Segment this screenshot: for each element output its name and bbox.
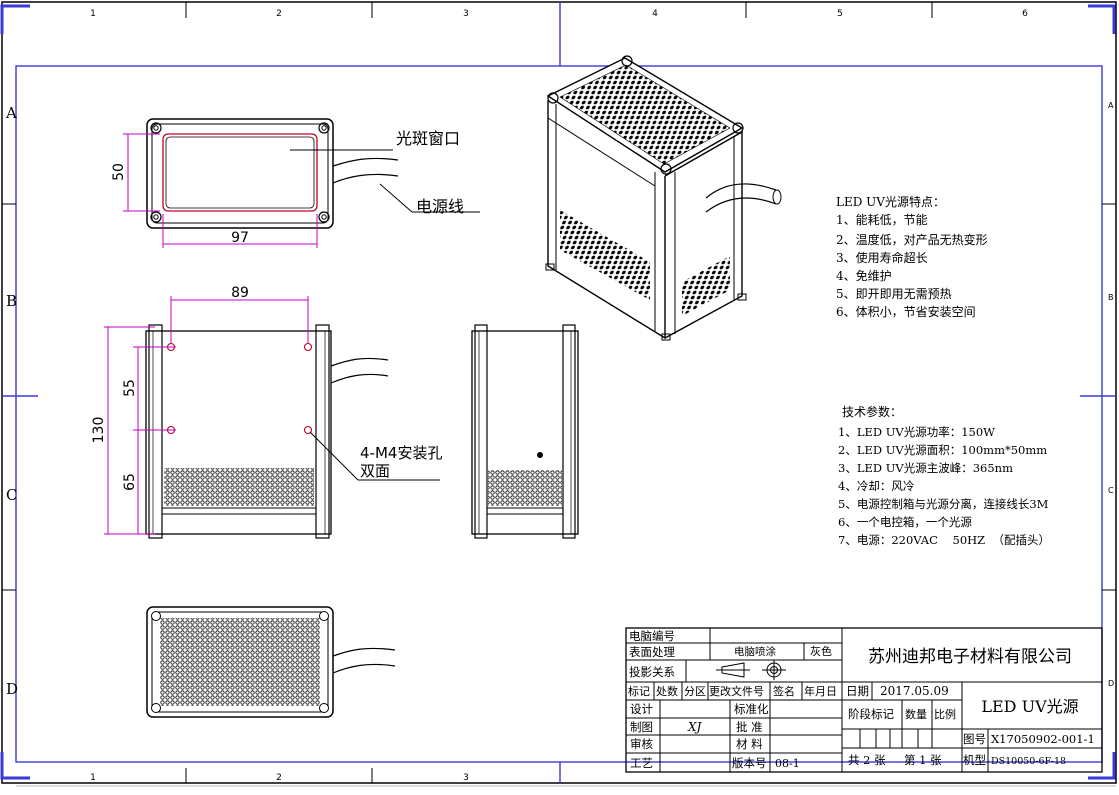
tb-process: 工艺 bbox=[630, 756, 653, 770]
tb-scale: 比例 bbox=[934, 707, 956, 721]
specs-title: 技术参数： bbox=[842, 404, 902, 419]
isometric-view bbox=[545, 55, 782, 341]
tb-model-label: 机型 bbox=[963, 753, 986, 767]
tb-total: 共 2 张 bbox=[848, 753, 886, 767]
col-label: 4 bbox=[652, 9, 658, 19]
tb-company: 苏州迪邦电子材料有限公司 bbox=[868, 647, 1072, 667]
holes-label: 4-M4安装孔 bbox=[360, 444, 442, 462]
row-label: D bbox=[1108, 679, 1114, 688]
cable-label: 电源线 bbox=[416, 197, 464, 216]
side-view bbox=[104, 296, 440, 539]
holes-label-sides: 双面 bbox=[360, 462, 390, 480]
col-label: 1 bbox=[90, 773, 96, 783]
row-label: A bbox=[1108, 101, 1114, 110]
tb-material: 材 料 bbox=[736, 737, 763, 751]
col-label: 2 bbox=[276, 9, 282, 19]
tb-hdr-count: 处数 bbox=[656, 685, 678, 698]
tb-date-value: 2017.05.09 bbox=[880, 684, 949, 698]
title-block bbox=[625, 627, 1103, 773]
tb-color: 灰色 bbox=[810, 644, 832, 658]
col-label: 3 bbox=[463, 9, 469, 19]
spec-item: 2、LED UV光源面积：100mm*50mm bbox=[838, 443, 1047, 457]
tb-version-value: 08-1 bbox=[775, 757, 800, 770]
tb-surface: 表面处理 bbox=[629, 645, 675, 659]
tb-qty: 数量 bbox=[905, 708, 927, 721]
tb-drawn-sign: XJ bbox=[687, 720, 703, 734]
feature-item: 5、即开即用无需预热 bbox=[836, 287, 952, 301]
tb-drawn: 制图 bbox=[630, 720, 653, 734]
dim-lower: 65 bbox=[122, 473, 138, 491]
tb-review: 审核 bbox=[630, 737, 653, 751]
tb-hdr-doc: 更改文件号 bbox=[709, 684, 764, 698]
tb-drawing-no: X17050902-001-1 bbox=[991, 732, 1095, 746]
tb-drawing-no-label: 图号 bbox=[963, 732, 986, 746]
dim-upper: 55 bbox=[122, 379, 138, 397]
title-block-text: 电脑编号 表面处理 电脑喷涂 灰色 投影关系 苏州迪邦电子材料有限公司 标记 处… bbox=[628, 629, 1095, 770]
tb-product: LED UV光源 bbox=[981, 697, 1078, 716]
row-label: B bbox=[6, 292, 17, 310]
tb-standard: 标准化 bbox=[734, 702, 769, 716]
col-label: 3 bbox=[463, 773, 469, 783]
feature-item: 4、免维护 bbox=[836, 268, 892, 283]
spec-item: 5、电源控制箱与光源分离，连接线长3M bbox=[838, 497, 1049, 511]
features-block: LED UV光源特点： 1、能耗低，节能 2、温度低，对产品无热变形 3、使用寿… bbox=[836, 194, 988, 319]
col-label: 6 bbox=[1022, 9, 1028, 19]
tb-sheet: 第 1 张 bbox=[904, 753, 942, 767]
row-label: A bbox=[5, 104, 17, 122]
row-label: C bbox=[6, 486, 17, 504]
specs-block: 技术参数： 1、LED UV光源功率：150W 2、LED UV光源面积：100… bbox=[838, 404, 1050, 547]
window-label: 光斑窗口 bbox=[396, 129, 460, 148]
tb-surface-value: 电脑喷涂 bbox=[734, 645, 776, 658]
tb-hdr-date: 年月日 bbox=[804, 684, 837, 698]
bottom-view bbox=[146, 606, 396, 718]
dim-height: 50 bbox=[111, 163, 127, 181]
col-label: 1 bbox=[90, 9, 96, 19]
feature-item: 6、体积小，节省安装空间 bbox=[836, 304, 976, 319]
dim-total: 130 bbox=[91, 417, 107, 444]
dim-top: 89 bbox=[231, 285, 249, 301]
tb-hdr-mark: 标记 bbox=[628, 684, 650, 698]
dim-width: 97 bbox=[231, 230, 249, 246]
row-label: D bbox=[6, 680, 18, 698]
row-label: B bbox=[1108, 293, 1114, 302]
tb-stage: 阶段标记 bbox=[848, 707, 894, 721]
spec-item: 4、冷却：风冷 bbox=[838, 479, 914, 493]
feature-item: 2、温度低，对产品无热变形 bbox=[836, 232, 988, 247]
spec-item: 1、LED UV光源功率：150W bbox=[838, 425, 995, 439]
row-label: C bbox=[1108, 486, 1114, 495]
feature-item: 1、能耗低，节能 bbox=[836, 213, 928, 227]
tb-approve: 批 准 bbox=[736, 720, 763, 734]
features-title: LED UV光源特点： bbox=[836, 194, 945, 209]
col-label: 2 bbox=[276, 773, 282, 783]
end-view bbox=[471, 324, 579, 539]
spec-item: 3、LED UV光源主波峰：365nm bbox=[838, 461, 1013, 475]
tb-projection: 投影关系 bbox=[629, 665, 675, 679]
zone-labels: 1 2 3 4 5 6 1 2 3 A B C D A B C D bbox=[5, 9, 1114, 783]
tb-hdr-zone: 分区 bbox=[684, 685, 706, 698]
spec-item: 6、一个电控箱，一个光源 bbox=[838, 515, 972, 529]
tb-date-label: 日期 bbox=[846, 684, 869, 698]
tb-version-label: 版本号 bbox=[732, 756, 767, 770]
front-view bbox=[123, 118, 480, 248]
tb-hdr-sign: 签名 bbox=[773, 684, 795, 698]
spec-item: 7、电源：220VAC 50HZ （配插头） bbox=[838, 533, 1050, 547]
col-label: 5 bbox=[837, 9, 843, 19]
tb-design: 设计 bbox=[630, 702, 653, 716]
feature-item: 3、使用寿命超长 bbox=[836, 250, 928, 265]
tb-model: DS10050-6F-18 bbox=[991, 756, 1066, 767]
tb-computer-no: 电脑编号 bbox=[629, 629, 675, 643]
